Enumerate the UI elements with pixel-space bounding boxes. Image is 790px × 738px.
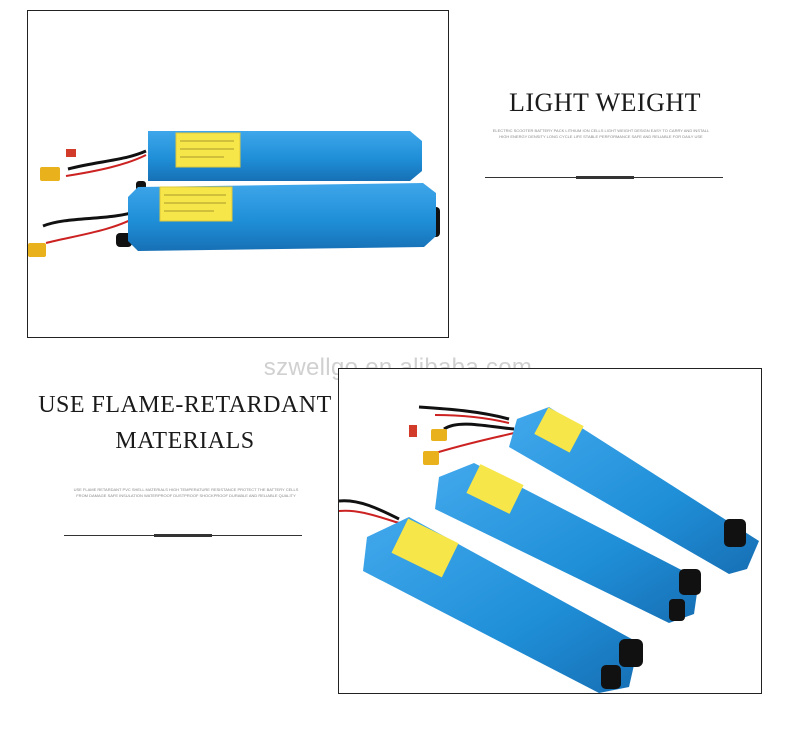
- light-weight-description: ELECTRIC SCOOTER BATTERY PACK LITHIUM IO…: [492, 128, 710, 139]
- divider-accent-light-weight: [576, 176, 634, 179]
- flame-retardant-description: USE FLAME RETARDANT PVC SHELL MATERIALS …: [73, 487, 299, 498]
- battery-pack-back: [509, 407, 759, 574]
- xt-connector: [40, 167, 60, 181]
- battery-photo-three-packs: [338, 368, 762, 694]
- heading-flame-retardant-line2: MATERIALS: [115, 428, 255, 454]
- battery-pack-middle: [435, 463, 701, 623]
- heading-light-weight: LIGHT WEIGHT: [508, 88, 702, 117]
- jst-connector: [66, 149, 76, 157]
- three-pack-illustration: [339, 405, 759, 693]
- battery-photo-two-packs: [27, 10, 449, 338]
- battery-pack-back: [136, 131, 422, 191]
- battery-pack-front: [363, 517, 643, 693]
- divider-accent-flame-retardant: [154, 534, 212, 537]
- battery-pack-front: [116, 183, 440, 251]
- battery-pack-illustration: [28, 131, 440, 257]
- heading-flame-retardant-line1: USE FLAME-RETARDANT: [38, 392, 332, 418]
